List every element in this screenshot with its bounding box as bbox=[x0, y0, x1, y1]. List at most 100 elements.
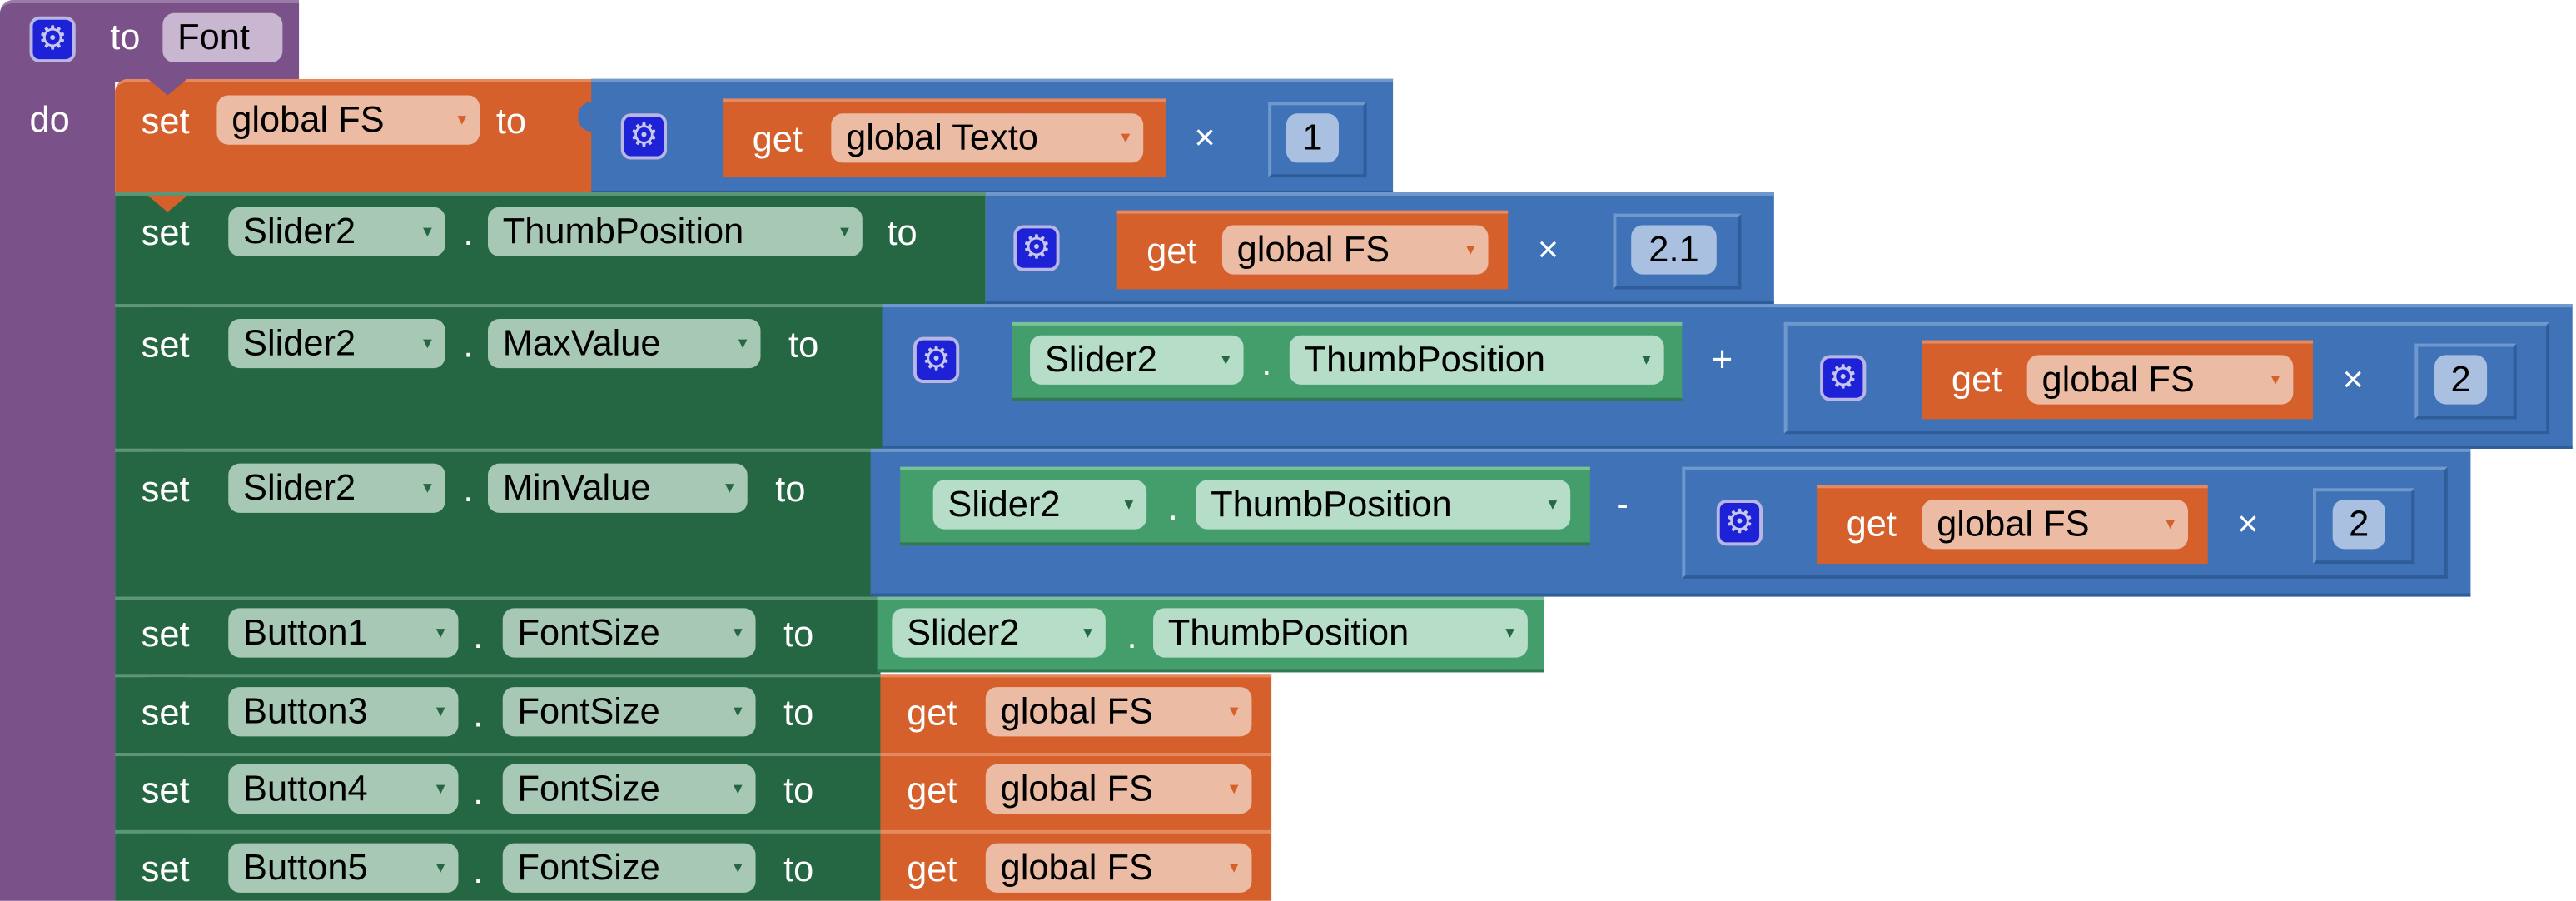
variable-dropdown[interactable]: global FS▾ bbox=[1922, 500, 2189, 550]
component-dropdown[interactable]: Button5▾ bbox=[228, 843, 459, 893]
dropdown-arrow-icon: ▾ bbox=[2166, 514, 2176, 535]
number-block[interactable] bbox=[1268, 102, 1367, 178]
property-dropdown[interactable]: ThumbPosition ▾ bbox=[1289, 335, 1664, 385]
dropdown-arrow-icon: ▾ bbox=[733, 623, 743, 643]
property-name: FontSize bbox=[517, 690, 660, 732]
multiply-block[interactable] bbox=[1682, 466, 2448, 579]
property-dropdown[interactable]: ThumbPosition▾ bbox=[487, 207, 863, 256]
dropdown-arrow-icon: ▾ bbox=[1229, 701, 1239, 722]
to-label: to bbox=[783, 692, 814, 734]
gear-icon[interactable]: ⚙ bbox=[620, 113, 668, 160]
component-dropdown[interactable]: Button3▾ bbox=[228, 687, 459, 737]
notch bbox=[147, 600, 187, 617]
property-dropdown[interactable]: MinValue ▾ bbox=[487, 463, 748, 513]
property-dropdown[interactable]: ThumbPosition ▾ bbox=[1153, 608, 1528, 658]
dropdown-arrow-icon: ▾ bbox=[1229, 858, 1239, 879]
variable-dropdown[interactable]: global FS▾ bbox=[1221, 225, 1489, 275]
variable-dropdown[interactable]: global FS▾ bbox=[985, 843, 1252, 893]
gear-icon[interactable]: ⚙ bbox=[29, 16, 76, 63]
number-field[interactable]: 2.1 bbox=[1631, 225, 1717, 275]
get-label: get bbox=[1846, 503, 1897, 545]
dot-separator: . bbox=[473, 849, 484, 891]
variable-dropdown[interactable]: global FS▾ bbox=[216, 95, 480, 145]
variable-dropdown[interactable]: global FS ▾ bbox=[985, 764, 1252, 814]
dropdown-arrow-icon: ▾ bbox=[1083, 623, 1093, 643]
component-dropdown[interactable]: Slider2▾ bbox=[228, 318, 445, 369]
number-block[interactable] bbox=[2312, 488, 2415, 565]
do-label: do bbox=[29, 98, 70, 140]
component-name: Slider2 bbox=[947, 483, 1061, 525]
property-dropdown[interactable]: FontSize▾ bbox=[502, 843, 756, 893]
property-name: ThumbPosition bbox=[1304, 338, 1546, 380]
dropdown-arrow-icon: ▾ bbox=[1505, 623, 1515, 643]
get-label: get bbox=[1951, 358, 2002, 400]
property-name: ThumbPosition bbox=[502, 210, 744, 252]
gear-icon[interactable]: ⚙ bbox=[1013, 225, 1060, 271]
property-dropdown[interactable]: FontSize▾ bbox=[502, 687, 756, 737]
dot-separator: . bbox=[463, 212, 474, 253]
to-label: to bbox=[788, 323, 819, 366]
to-label: to bbox=[110, 16, 141, 58]
dropdown-arrow-icon: ▾ bbox=[1465, 240, 1475, 260]
component-name: Button3 bbox=[243, 690, 368, 732]
number-block[interactable] bbox=[1613, 213, 1742, 290]
notch bbox=[147, 833, 187, 850]
component-dropdown[interactable]: Button1 ▾ bbox=[228, 608, 459, 658]
number-field[interactable]: 2 bbox=[2434, 355, 2488, 405]
component-dropdown[interactable]: Slider2▾ bbox=[228, 207, 445, 256]
gear-icon[interactable]: ⚙ bbox=[913, 336, 960, 383]
operator-label: - bbox=[1616, 483, 1629, 525]
notch bbox=[147, 195, 187, 212]
variable-name: global FS bbox=[1000, 767, 1153, 809]
multiply-block[interactable] bbox=[1783, 321, 2550, 435]
component-dropdown[interactable]: Slider2 ▾ bbox=[932, 480, 1147, 530]
component-name: Slider2 bbox=[907, 611, 1020, 653]
dropdown-arrow-icon: ▾ bbox=[1641, 350, 1651, 371]
variable-dropdown[interactable]: global FS ▾ bbox=[2026, 355, 2294, 405]
component-name: Slider2 bbox=[243, 210, 356, 252]
to-label: to bbox=[783, 613, 814, 655]
component-dropdown[interactable]: Slider2 ▾ bbox=[892, 608, 1106, 658]
variable-dropdown[interactable]: global Texto▾ bbox=[831, 113, 1144, 163]
dropdown-arrow-icon: ▾ bbox=[725, 478, 734, 499]
variable-name: global FS bbox=[2041, 358, 2195, 400]
variable-name: global Texto bbox=[846, 117, 1038, 158]
dot-separator: . bbox=[1126, 615, 1137, 656]
get-label: get bbox=[907, 692, 957, 734]
component-dropdown[interactable]: Button4▾ bbox=[228, 764, 459, 814]
property-name: MaxValue bbox=[502, 321, 661, 364]
variable-dropdown[interactable]: global FS▾ bbox=[985, 687, 1252, 737]
dot-separator: . bbox=[473, 770, 484, 813]
component-dropdown[interactable]: Slider2▾ bbox=[228, 463, 445, 513]
to-label: to bbox=[783, 769, 814, 811]
property-dropdown[interactable]: FontSize▾ bbox=[502, 608, 756, 658]
dropdown-arrow-icon: ▾ bbox=[457, 110, 467, 130]
dropdown-arrow-icon: ▾ bbox=[733, 858, 743, 879]
procedure-name-field[interactable]: Font bbox=[162, 12, 283, 63]
component-name: Button1 bbox=[243, 611, 368, 653]
dropdown-arrow-icon: ▾ bbox=[733, 779, 743, 799]
notch bbox=[147, 307, 187, 324]
number-field[interactable]: 2 bbox=[2332, 500, 2385, 550]
notch bbox=[147, 451, 187, 469]
property-dropdown[interactable]: ThumbPosition▾ bbox=[1196, 480, 1571, 530]
dropdown-arrow-icon: ▾ bbox=[435, 779, 445, 799]
component-dropdown[interactable]: Slider2▾ bbox=[1030, 335, 1244, 385]
dropdown-arrow-icon: ▾ bbox=[1229, 779, 1239, 799]
gear-icon[interactable]: ⚙ bbox=[1716, 500, 1763, 546]
dropdown-arrow-icon: ▾ bbox=[435, 623, 445, 643]
number-field[interactable]: 1 bbox=[1286, 113, 1339, 163]
property-name: MinValue bbox=[502, 466, 651, 508]
operator-label: × bbox=[2237, 503, 2259, 545]
dropdown-arrow-icon: ▾ bbox=[1124, 495, 1134, 515]
set-label: set bbox=[141, 848, 190, 889]
set-label: set bbox=[141, 100, 190, 142]
dropdown-arrow-icon: ▾ bbox=[2270, 370, 2280, 390]
property-name: ThumbPosition bbox=[1167, 611, 1410, 653]
number-block[interactable] bbox=[2414, 343, 2517, 420]
property-dropdown[interactable]: FontSize▾ bbox=[502, 764, 756, 814]
dot-separator: . bbox=[463, 323, 474, 366]
property-dropdown[interactable]: MaxValue▾ bbox=[487, 318, 761, 369]
gear-icon[interactable]: ⚙ bbox=[1820, 355, 1867, 401]
